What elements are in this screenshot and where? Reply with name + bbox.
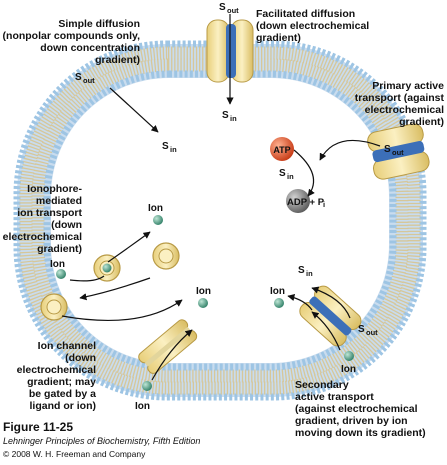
svg-text:S: S [75, 72, 82, 83]
svg-text:in: in [230, 114, 237, 123]
svg-text:be gated by a: be gated by a [29, 388, 96, 400]
label-facilitated-diffusion: Facilitated diffusion (down electrochemi… [256, 8, 369, 44]
label-simple-diffusion: Simple diffusion (nonpolar compounds onl… [3, 18, 141, 66]
svg-text:(nonpolar compounds only,: (nonpolar compounds only, [3, 30, 141, 42]
svg-text:electrochemical: electrochemical [365, 104, 444, 116]
svg-text:out: out [227, 6, 239, 15]
transport-arrows [61, 14, 381, 381]
atp-molecule: ATP [270, 137, 294, 161]
svg-text:ion transport: ion transport [17, 207, 82, 219]
figure-number: Figure 11-25 [3, 420, 74, 434]
substrate-labels: S out S in S out S in S out S in S in S … [75, 2, 404, 337]
svg-text:gradient): gradient) [256, 32, 301, 44]
svg-text:Simple diffusion: Simple diffusion [58, 18, 140, 30]
svg-text:in: in [287, 172, 294, 181]
membrane-vesicle-icon [13, 40, 427, 401]
svg-text:in: in [306, 269, 313, 278]
svg-text:(down: (down [65, 352, 96, 364]
svg-text:gradient): gradient) [95, 54, 140, 66]
svg-text:Ion: Ion [148, 203, 163, 214]
svg-text:Ionophore-: Ionophore- [27, 183, 82, 195]
svg-text:Ion: Ion [196, 286, 211, 297]
svg-text:Secondary: Secondary [295, 379, 349, 391]
svg-text:moving down its gradient): moving down its gradient) [295, 427, 426, 439]
adp-molecule: ADP + P i [286, 189, 325, 213]
ion-particle-icon [56, 215, 354, 391]
svg-text:S: S [219, 2, 226, 13]
svg-text:S: S [358, 324, 365, 335]
svg-text:transport (against: transport (against [355, 92, 445, 104]
book-title: Lehninger Principles of Biochemistry, Fi… [3, 436, 201, 446]
ion-channel-icon [138, 319, 198, 374]
svg-text:S: S [222, 110, 229, 121]
svg-text:out: out [83, 76, 95, 85]
svg-text:gradient; may: gradient; may [27, 376, 96, 388]
label-primary-active-transport: Primary active transport (against electr… [355, 80, 445, 128]
svg-text:S: S [298, 265, 305, 276]
label-ion-channel: Ion channel (down electrochemical gradie… [17, 340, 97, 412]
svg-text:S: S [162, 141, 169, 152]
svg-text:ADP + P: ADP + P [287, 197, 325, 208]
ionophore-icon [40, 242, 180, 321]
svg-text:electrochemical: electrochemical [3, 231, 82, 243]
svg-text:Ion: Ion [341, 364, 356, 375]
svg-text:gradient, driven by ion: gradient, driven by ion [295, 415, 408, 427]
svg-text:Ion: Ion [135, 401, 150, 412]
svg-text:ATP: ATP [273, 145, 290, 155]
primary-active-pump-icon [367, 123, 430, 180]
svg-text:mediated: mediated [36, 195, 82, 207]
svg-text:out: out [392, 148, 404, 157]
transporter-protein-icon [206, 19, 254, 83]
svg-text:i: i [323, 200, 325, 209]
svg-text:S: S [384, 144, 391, 155]
svg-text:down concentration: down concentration [40, 42, 140, 54]
svg-text:in: in [170, 145, 177, 154]
svg-text:Facilitated diffusion: Facilitated diffusion [256, 8, 355, 20]
svg-text:(down electrochemical: (down electrochemical [256, 20, 369, 32]
copyright-line: © 2008 W. H. Freeman and Company [3, 449, 146, 459]
svg-text:gradient): gradient) [37, 243, 82, 255]
svg-text:(against electrochemical: (against electrochemical [295, 403, 418, 415]
svg-text:out: out [366, 328, 378, 337]
svg-text:electrochemical: electrochemical [17, 364, 96, 376]
label-ionophore: Ionophore- mediated ion transport (down … [3, 183, 83, 255]
svg-text:S: S [279, 168, 286, 179]
ion-labels: Ion Ion Ion Ion Ion Ion [50, 203, 356, 412]
svg-text:Ion: Ion [50, 259, 65, 270]
svg-text:Ion: Ion [270, 286, 285, 297]
svg-text:ligand or ion): ligand or ion) [30, 400, 97, 412]
svg-text:gradient): gradient) [399, 116, 444, 128]
label-secondary-active-transport: Secondary active transport (against elec… [295, 379, 426, 439]
svg-text:(down: (down [51, 219, 82, 231]
svg-text:Primary active: Primary active [372, 80, 444, 92]
svg-text:active transport: active transport [295, 391, 374, 403]
svg-text:Ion channel: Ion channel [38, 340, 96, 352]
